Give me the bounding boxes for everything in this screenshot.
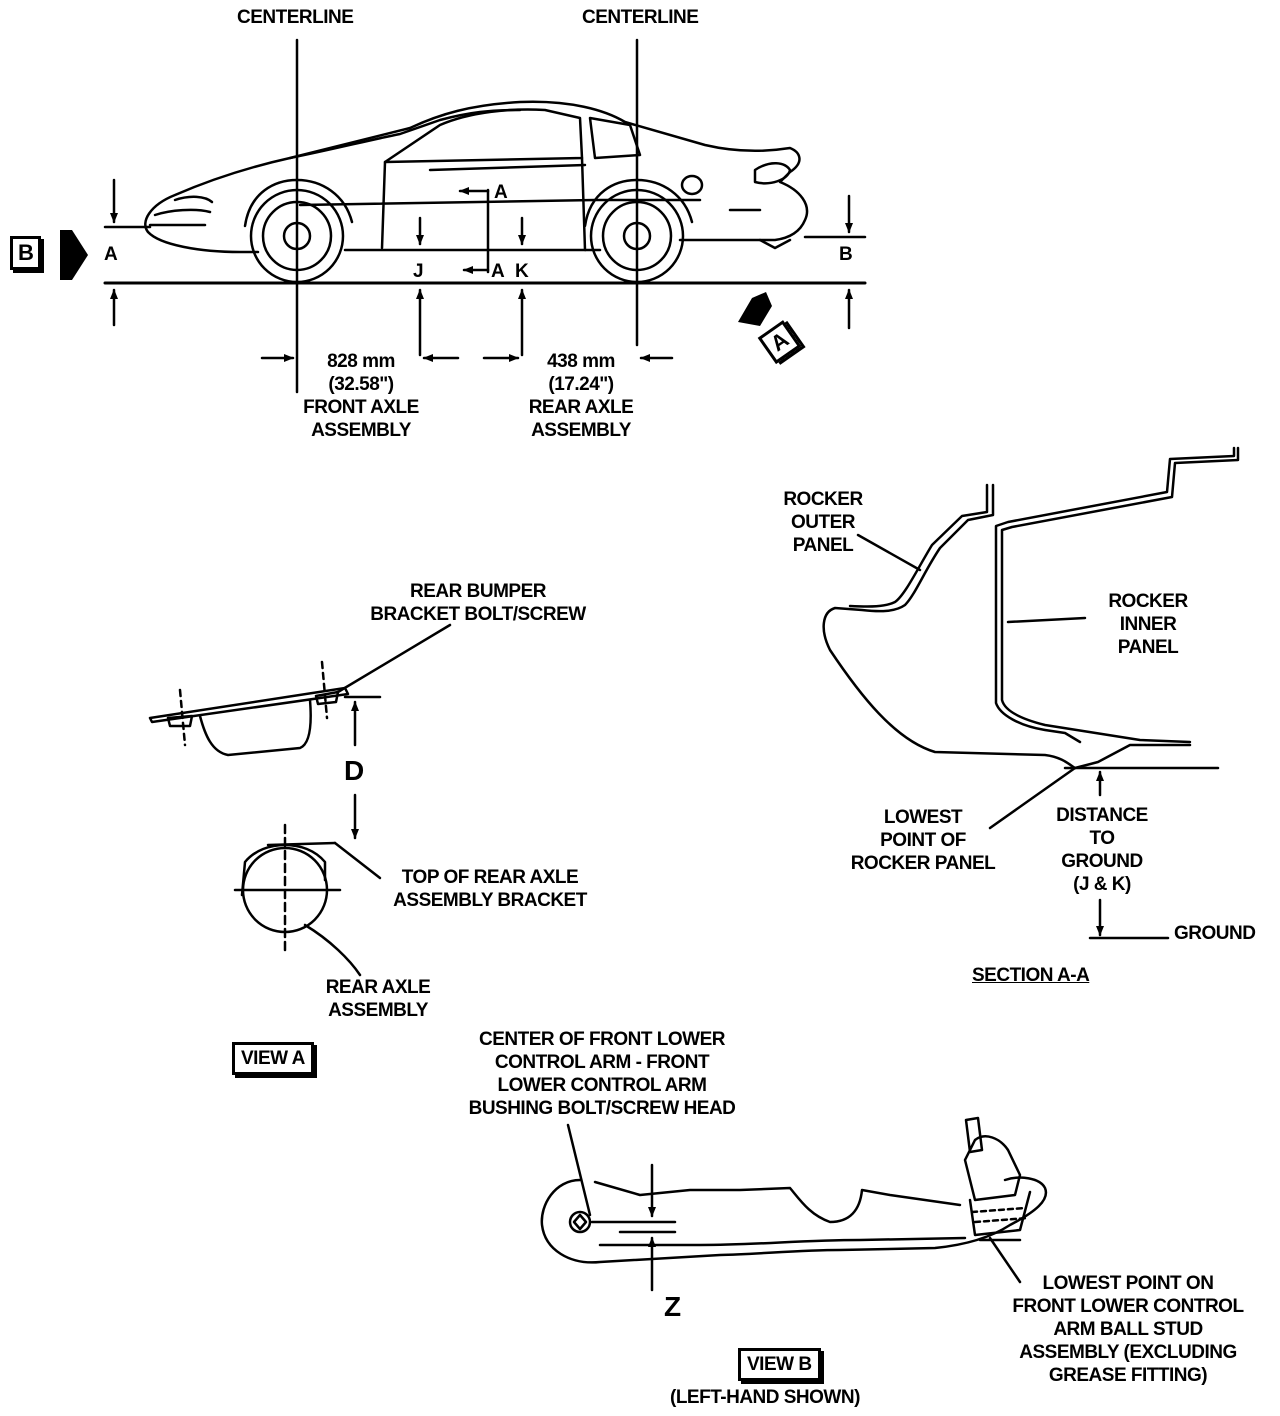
section-a-top-label: A <box>494 182 508 203</box>
outer-text-2: OUTER <box>791 512 856 533</box>
dimension-a-label: A <box>104 244 118 265</box>
inner-text-1: ROCKER <box>1108 591 1188 612</box>
center-text-2: CONTROL ARM - FRONT <box>494 1052 710 1073</box>
front-axle-text-2: ASSEMBLY <box>311 420 411 441</box>
section-aa-title: SECTION A-A <box>972 965 1090 986</box>
k-label: K <box>515 261 529 282</box>
rear-axle-dimension-label: 438 mm (17.24") REAR AXLE ASSEMBLY <box>516 350 646 442</box>
view-a-title: VIEW A <box>232 1042 314 1075</box>
rear-axle-assembly-text-1: REAR AXLE <box>325 977 431 998</box>
dimension-b <box>803 194 867 330</box>
dimension-d-label: D <box>344 755 364 786</box>
dimension-z-label: Z <box>664 1291 681 1322</box>
view-b-marker: B <box>10 236 42 270</box>
rear-axle-text-2: ASSEMBLY <box>531 420 631 441</box>
center-lower-control-arm-label: CENTER OF FRONT LOWER CONTROL ARM - FRON… <box>452 1028 752 1120</box>
distance-text-2: TO <box>1089 828 1115 849</box>
inner-text-2: INNER <box>1119 614 1177 635</box>
center-text-1: CENTER OF FRONT LOWER <box>479 1029 725 1050</box>
lowest-point-ball-stud-label: LOWEST POINT ON FRONT LOWER CONTROL ARM … <box>1000 1272 1256 1387</box>
front-axle-dimension-label: 828 mm (32.58") FRONT AXLE ASSEMBLY <box>296 350 426 442</box>
dimension-a <box>103 178 152 327</box>
view-b-subtitle: (LEFT-HAND SHOWN) <box>670 1387 860 1408</box>
ball-stud-text-4: ASSEMBLY (EXCLUDING <box>1019 1342 1237 1363</box>
lowest-text-1: LOWEST <box>883 807 963 828</box>
rear-bumper-text-1: REAR BUMPER <box>410 581 546 602</box>
lowest-text-2: POINT OF <box>880 830 966 851</box>
lowest-point-rocker-label: LOWEST POINT OF ROCKER PANEL <box>838 806 1008 875</box>
ball-stud-text-2: FRONT LOWER CONTROL <box>1012 1296 1244 1317</box>
ball-stud-text-1: LOWEST POINT ON <box>1042 1273 1214 1294</box>
front-axle-mm: 828 mm <box>327 351 395 372</box>
distance-text-4: (J & K) <box>1073 874 1131 895</box>
rocker-inner-panel-label: ROCKER INNER PANEL <box>1088 590 1208 659</box>
distance-text-1: DISTANCE <box>1056 805 1148 826</box>
dimension-b-label: B <box>839 244 853 265</box>
j-label: J <box>413 261 424 282</box>
distance-to-ground-label: DISTANCE TO GROUND (J & K) <box>1042 804 1162 896</box>
front-axle-text-1: FRONT AXLE <box>303 397 419 418</box>
center-text-4: BUSHING BOLT/SCREW HEAD <box>468 1098 736 1119</box>
inner-text-3: PANEL <box>1117 637 1179 658</box>
bracket-text-1: TOP OF REAR AXLE <box>401 867 579 888</box>
bracket-text-2: ASSEMBLY BRACKET <box>393 890 587 911</box>
section-aa-drawing <box>822 446 1240 940</box>
outer-text-3: PANEL <box>792 535 854 556</box>
view-b-title: VIEW B <box>738 1348 821 1381</box>
rear-axle-mm: 438 mm <box>547 351 615 372</box>
view-b-drawing <box>540 1116 1048 1292</box>
rear-axle-text-1: REAR AXLE <box>528 397 634 418</box>
front-axle-inches: (32.58") <box>328 374 394 395</box>
distance-text-3: GROUND <box>1061 851 1143 872</box>
outer-text-1: ROCKER <box>783 489 863 510</box>
car-side-profile <box>103 100 867 285</box>
rear-axle-bracket-label: TOP OF REAR AXLE ASSEMBLY BRACKET <box>380 866 600 912</box>
rear-bumper-text-2: BRACKET BOLT/SCREW <box>370 604 586 625</box>
rocker-outer-panel-label: ROCKER OUTER PANEL <box>758 488 888 557</box>
view-a-drawing <box>148 623 452 977</box>
ball-stud-text-3: ARM BALL STUD <box>1053 1319 1203 1340</box>
lowest-text-3: ROCKER PANEL <box>850 853 996 874</box>
center-text-3: LOWER CONTROL ARM <box>497 1075 707 1096</box>
view-b-arrow <box>60 230 88 280</box>
section-a-bottom-label: A <box>491 261 505 282</box>
ground-label: GROUND <box>1174 923 1256 944</box>
rear-bumper-bracket-label: REAR BUMPER BRACKET BOLT/SCREW <box>358 580 598 626</box>
rear-axle-assembly-text-2: ASSEMBLY <box>328 1000 428 1021</box>
rear-axle-inches: (17.24") <box>548 374 614 395</box>
view-a-arrow <box>738 292 772 326</box>
rear-axle-assembly-label: REAR AXLE ASSEMBLY <box>318 976 438 1022</box>
rear-centerline-label: CENTERLINE <box>582 7 699 28</box>
front-centerline-label: CENTERLINE <box>237 7 354 28</box>
ball-stud-text-5: GREASE FITTING) <box>1048 1365 1208 1386</box>
section-cut-line <box>458 187 490 274</box>
